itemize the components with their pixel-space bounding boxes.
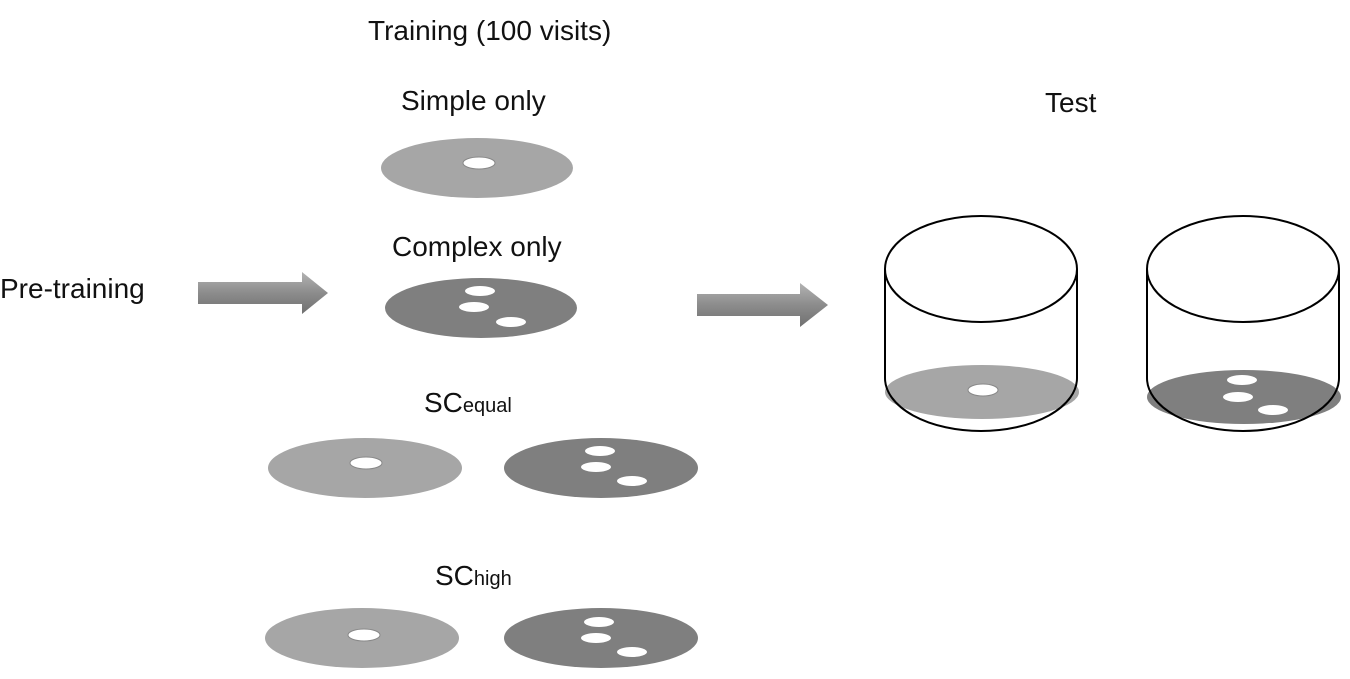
simple-only-label: Simple only xyxy=(401,85,546,116)
test-header: Test xyxy=(1045,87,1097,118)
sc-high-main: SC xyxy=(435,560,474,591)
sc-high-label: SChigh xyxy=(435,562,512,590)
complex-only-label: Complex only xyxy=(392,231,562,262)
test-cylinder-complex xyxy=(1146,215,1341,432)
sc-high-simple-flower xyxy=(265,608,459,668)
sc-equal-label: SCequal xyxy=(424,389,512,417)
sc-high-complex-flower xyxy=(504,608,698,668)
sc-equal-main: SC xyxy=(424,387,463,418)
arrow-pretraining-to-training xyxy=(198,272,328,314)
sc-equal-simple-flower xyxy=(268,438,462,498)
complex-flower-training xyxy=(385,278,577,338)
training-header: Training (100 visits) xyxy=(368,15,612,46)
test-cylinder-simple xyxy=(884,215,1079,432)
simple-flower-training xyxy=(381,138,573,198)
pre-training-label: Pre-training xyxy=(0,273,145,304)
sc-high-subscript: high xyxy=(473,568,512,590)
arrow-training-to-test xyxy=(697,283,828,327)
sc-equal-subscript: equal xyxy=(462,395,512,417)
sc-equal-complex-flower xyxy=(504,438,698,498)
